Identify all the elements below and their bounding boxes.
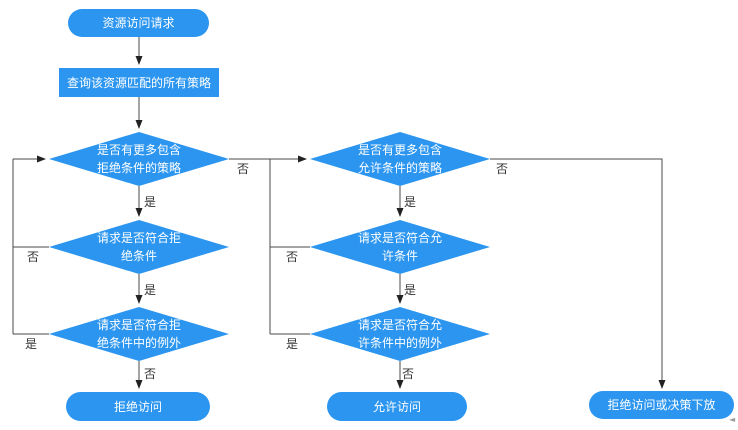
node-match-deny-exception-label: 请求是否符合拒绝条件中的例外: [96, 318, 181, 350]
node-more-deny-policies: 是否有更多包含拒绝条件的策略: [49, 132, 229, 186]
edge-label-yes-allow1: 是: [404, 195, 417, 209]
node-match-deny-exception: 请求是否符合拒绝条件中的例外: [49, 307, 229, 361]
edge-label-no-deny3: 否: [144, 367, 157, 381]
edge-label-yes-deny2: 是: [144, 283, 157, 297]
node-start: 资源访问请求: [68, 9, 209, 37]
node-more-allow-policies-label: 是否有更多包含允许条件的策略: [357, 143, 442, 175]
node-deny-end-label: 拒绝访问: [113, 399, 162, 414]
node-query-policies: 查询该资源匹配的所有策略: [59, 68, 219, 97]
node-query-policies-label: 查询该资源匹配的所有策略: [66, 75, 211, 90]
edge-label-no-allow-branch: 否: [496, 162, 509, 176]
node-match-deny-condition: 请求是否符合拒绝条件: [49, 220, 229, 274]
edge-label-yes-deny-loop: 是: [25, 337, 38, 351]
node-allow-end: 允许访问: [327, 392, 467, 421]
node-allow-end-label: 允许访问: [372, 399, 421, 414]
node-match-allow-condition: 请求是否符合允许条件: [310, 220, 490, 274]
node-start-label: 资源访问请求: [102, 16, 175, 30]
edge-label-no-deny-branch: 否: [237, 162, 250, 176]
node-more-allow-policies: 是否有更多包含允许条件的策略: [310, 132, 490, 186]
node-default-end-label: 拒绝访问或决策下放: [607, 398, 716, 412]
edge-label-yes-deny1: 是: [144, 195, 157, 209]
edge-label-no-allow-loop: 否: [286, 250, 299, 264]
node-deny-end: 拒绝访问: [66, 392, 210, 421]
mouse-cursor-artifact: ◄: [729, 415, 736, 424]
node-default-end: 拒绝访问或决策下放: [589, 391, 734, 419]
edge-label-no-deny-loop: 否: [27, 250, 40, 264]
node-more-deny-policies-label: 是否有更多包含拒绝条件的策略: [96, 143, 181, 175]
edge-label-yes-allow-loop: 是: [286, 337, 299, 351]
node-match-allow-exception: 请求是否符合允许条件中的例外: [310, 307, 490, 361]
node-match-allow-exception-label: 请求是否符合允许条件中的例外: [357, 318, 442, 350]
node-match-allow-condition-label: 请求是否符合允许条件: [357, 231, 442, 263]
edge-label-yes-allow2: 是: [404, 283, 417, 297]
edge-label-no-allow3: 否: [402, 367, 415, 381]
node-match-deny-condition-label: 请求是否符合拒绝条件: [96, 231, 181, 263]
